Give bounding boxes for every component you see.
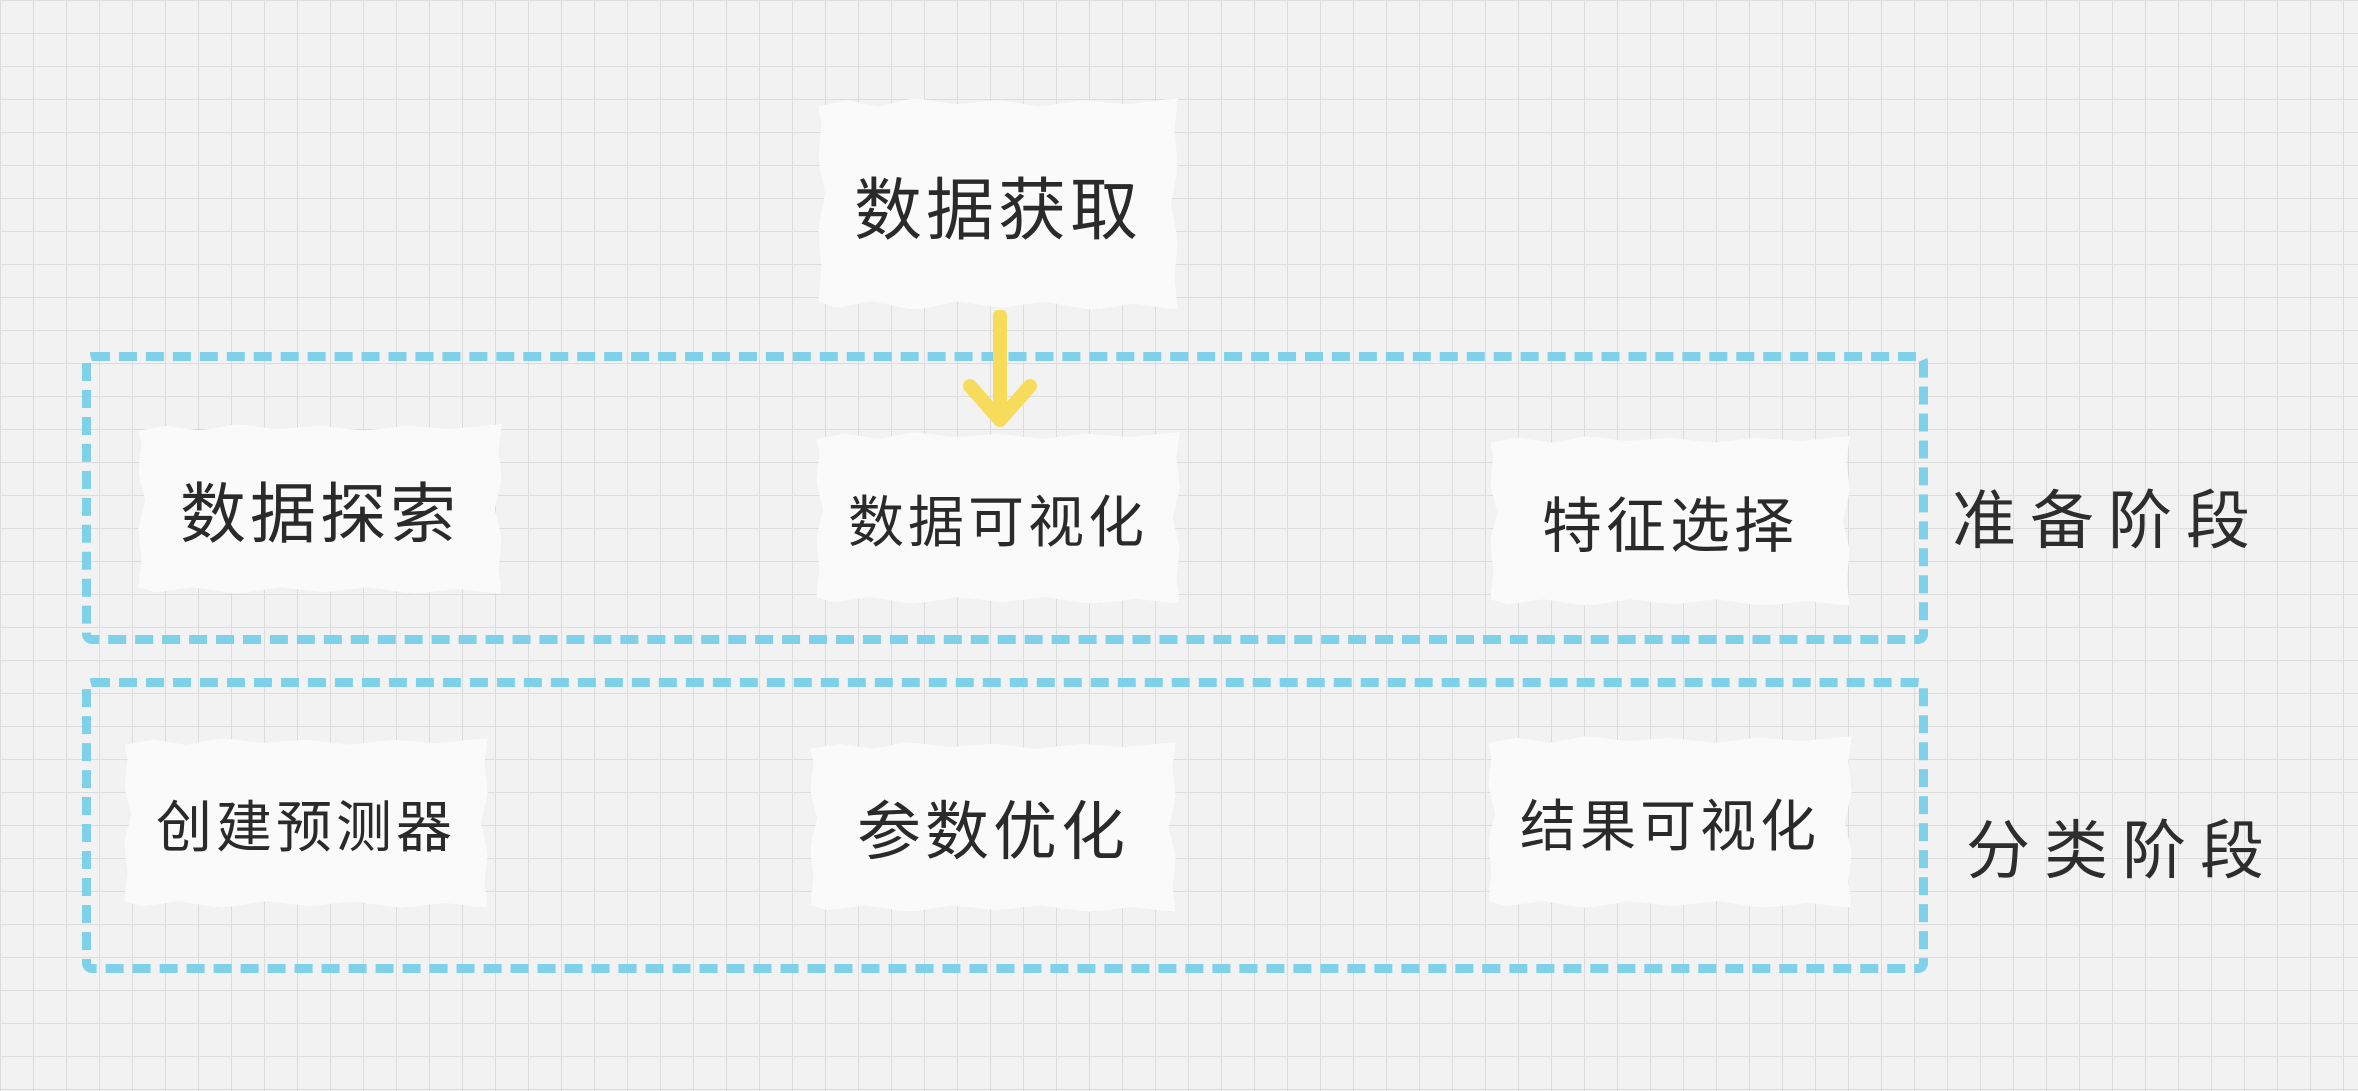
down-arrow-icon	[963, 310, 1037, 427]
create-predictor-card: 创建预测器	[124, 738, 488, 908]
parameter-optimization-card: 参数优化	[810, 742, 1176, 912]
feature-selection-card: 特征选择	[1490, 436, 1850, 606]
result-visualization-card: 结果可视化	[1488, 736, 1852, 908]
data-visualization-card: 数据可视化	[816, 432, 1180, 604]
result-visualization-label: 结果可视化	[1520, 794, 1820, 860]
data-acquisition-card: 数据获取	[818, 98, 1178, 310]
data-exploration-label: 数据探索	[180, 476, 460, 553]
classify-stage-box	[82, 678, 1928, 973]
create-predictor-label: 创建预测器	[156, 795, 456, 861]
data-acquisition-label: 数据获取	[853, 171, 1142, 251]
data-exploration-card: 数据探索	[138, 424, 502, 594]
feature-selection-label: 特征选择	[1542, 491, 1798, 562]
parameter-optimization-label: 参数优化	[857, 796, 1129, 870]
prep-stage-label: 准备阶段	[1952, 485, 2264, 559]
data-visualization-label: 数据可视化	[848, 490, 1148, 556]
classify-stage-label: 分类阶段	[1966, 815, 2278, 889]
